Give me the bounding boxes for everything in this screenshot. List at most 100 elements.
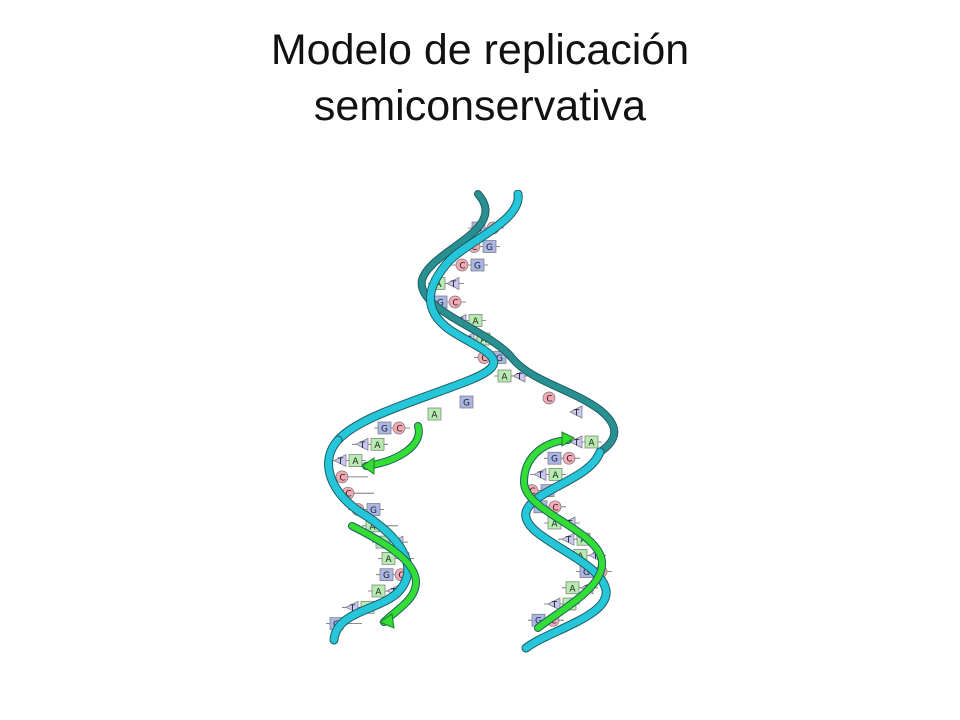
base-letter: C [529, 487, 535, 497]
base-letter: T [592, 552, 599, 562]
base-shape [542, 391, 556, 405]
nucleotide-t-103: T [569, 405, 583, 419]
base-letter: A [588, 439, 595, 449]
base-shape [381, 552, 396, 565]
base-letter: G [463, 399, 470, 409]
base-shape [562, 451, 576, 465]
base-shape [512, 369, 526, 383]
base-letter: G [583, 568, 590, 578]
title-line-2: semiconservativa [313, 82, 647, 130]
base-shape [448, 295, 462, 309]
parent-strand-back [418, 191, 618, 455]
base-letter: C [552, 503, 558, 513]
nucleotide-a-605: A [548, 468, 563, 481]
base-letter: G [370, 506, 377, 516]
parent-strand-back-outline [417, 190, 619, 456]
nucleotide-t-17: T [512, 369, 526, 383]
nucleotide-c-406: C [335, 470, 349, 484]
nucleotide-a-618: A [565, 581, 580, 594]
base-letter: T [337, 457, 344, 467]
base-letter: C [550, 617, 556, 627]
base-shape [427, 407, 442, 421]
nucleotide-a-16: A [497, 369, 512, 383]
base-letter: G [486, 243, 493, 253]
base-shape [459, 395, 474, 409]
base-shape [497, 369, 512, 383]
base-shape [446, 276, 460, 291]
base-letter: C [396, 425, 402, 435]
nucleotide-g-602: G [547, 451, 562, 465]
nucleotide-g-100: G [459, 395, 474, 409]
base-letter: A [375, 588, 382, 598]
base-letter: T [537, 471, 544, 481]
base-letter: C [471, 243, 477, 253]
slide-title: Modelo de replicación semiconservativa [0, 22, 960, 134]
base-letter: G [496, 354, 503, 364]
base-shape [370, 437, 385, 451]
base-letter: T [450, 280, 457, 290]
base-shape [377, 421, 392, 435]
nucleotide-c-102: C [542, 391, 556, 405]
base-shape [348, 454, 363, 467]
right-new-strand [520, 437, 605, 631]
base-letter: G [535, 617, 542, 627]
base-shape [392, 421, 406, 435]
base-letter: T [573, 409, 580, 419]
base-shape [482, 240, 497, 253]
base-letter: T [551, 601, 558, 611]
nucleotide-c-401: C [392, 421, 406, 435]
base-letter: A [385, 555, 392, 565]
base-letter: A [369, 522, 376, 532]
base-shape [335, 470, 349, 484]
base-letter: C [459, 262, 465, 272]
base-letter: C [566, 455, 572, 465]
base-letter: C [546, 395, 552, 405]
nucleotide-g-418: G [379, 568, 394, 582]
base-letter: G [551, 455, 558, 465]
right-old-strand [522, 448, 610, 652]
base-letter: C [481, 354, 487, 364]
nucleotide-a-601: A [584, 435, 599, 449]
base-shape [569, 405, 583, 419]
nucleotide-t-620: T [547, 597, 561, 611]
nucleotide-t-600: T [569, 435, 583, 449]
nucleotide-t-604: T [533, 467, 547, 481]
base-letter: C [452, 299, 458, 309]
nucleotide-a-405: A [348, 454, 363, 467]
nucleotide-g-400: G [377, 421, 392, 435]
left-new-strand-arrow-2 [378, 613, 395, 629]
base-letter: C [345, 490, 351, 500]
base-letter: T [565, 536, 572, 546]
base-letter: A [352, 457, 359, 467]
nucleotide-a-101: A [427, 407, 442, 421]
base-shape [569, 435, 583, 449]
nucleotide-c-603: C [562, 451, 576, 465]
base-shape [371, 584, 386, 598]
base-letter: G [474, 262, 481, 272]
base-shape [470, 258, 485, 272]
base-shape [333, 454, 347, 468]
left-new-strand [349, 423, 422, 625]
base-shape [547, 451, 562, 465]
base-shape [355, 437, 369, 451]
base-letter: C [398, 571, 404, 581]
base-letter: G [383, 571, 390, 581]
base-shape [548, 468, 563, 481]
nucleotide-t-7: T [446, 276, 460, 291]
base-letter: C [339, 473, 345, 483]
nucleotide-t-404: T [333, 454, 347, 468]
nucleotide-t-402: T [355, 437, 369, 451]
base-letter: A [552, 471, 559, 481]
base-letter: T [349, 604, 356, 614]
base-letter: A [501, 373, 508, 383]
nucleotide-c-4: C [455, 258, 469, 272]
base-letter: A [569, 584, 576, 594]
base-shape [379, 568, 394, 582]
base-letter: A [431, 411, 438, 421]
nucleotide-a-416: A [381, 552, 396, 565]
nucleotide-g-5: G [470, 258, 485, 272]
strands-layer [324, 190, 619, 653]
title-line-1: Modelo de replicación [270, 26, 690, 74]
